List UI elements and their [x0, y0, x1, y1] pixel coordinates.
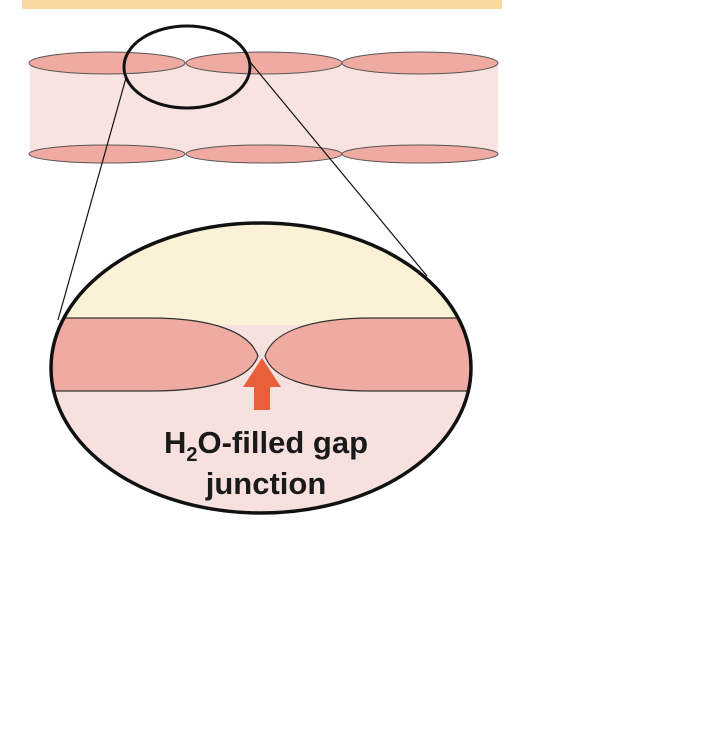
cell-oval	[342, 52, 498, 74]
cell-oval	[186, 145, 342, 163]
top-bar	[22, 0, 502, 9]
cell-oval	[186, 52, 342, 74]
gap-junction-label-line2: junction	[205, 466, 327, 501]
bottom-cell-row	[29, 145, 498, 163]
membrane-band	[30, 63, 498, 154]
top-cell-row	[29, 52, 498, 74]
cell-oval	[29, 52, 185, 74]
right-cell-membrane	[265, 318, 480, 391]
cell-oval	[342, 145, 498, 163]
left-cell-membrane	[40, 318, 258, 391]
